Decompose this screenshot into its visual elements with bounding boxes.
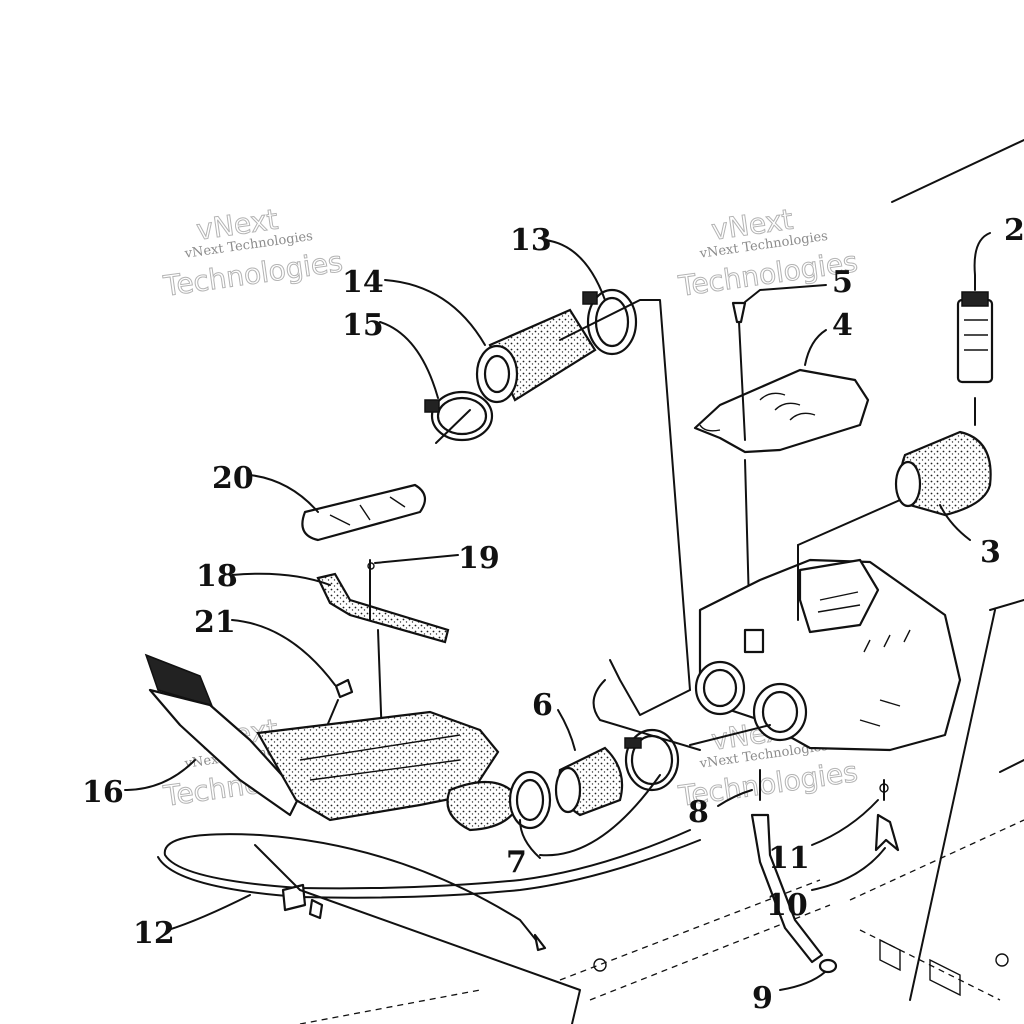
watermark-1: vNext vNext Technologies Technologies bbox=[160, 202, 345, 303]
part-12-hose bbox=[157, 829, 701, 1024]
callout-14: 14 bbox=[342, 265, 384, 300]
part-2-sensor bbox=[956, 291, 994, 426]
callout-5: 5 bbox=[832, 265, 853, 300]
callout-19: 19 bbox=[458, 541, 500, 576]
background-frame bbox=[299, 139, 1024, 1024]
callout-3: 3 bbox=[980, 535, 1001, 570]
part-16-silencer bbox=[144, 653, 522, 832]
parts-6-7-boot-clamps bbox=[508, 728, 680, 830]
callout-10: 10 bbox=[766, 888, 808, 923]
leader-lines bbox=[124, 232, 991, 991]
callout-2: 2 bbox=[1004, 213, 1024, 248]
callout-4: 4 bbox=[832, 308, 853, 343]
part-3-filter bbox=[894, 430, 992, 517]
callout-7: 7 bbox=[506, 845, 527, 880]
callout-15: 15 bbox=[342, 308, 384, 343]
callouts: 2 3 4 5 6 7 8 9 10 11 12 13 14 15 16 18 … bbox=[82, 213, 1024, 1016]
callout-9: 9 bbox=[752, 981, 773, 1016]
part-1-airbox bbox=[592, 499, 1024, 1001]
callout-8: 8 bbox=[688, 795, 709, 830]
part-4-cover bbox=[693, 368, 870, 454]
callout-21: 21 bbox=[194, 605, 236, 640]
parts-13-14-15-intake-tube bbox=[424, 288, 691, 691]
callout-6: 6 bbox=[532, 688, 553, 723]
part-18-strap bbox=[316, 572, 450, 644]
callout-12: 12 bbox=[133, 916, 175, 951]
parts-8-9-10-11-drain bbox=[750, 769, 900, 974]
part-19-rivet bbox=[367, 559, 383, 741]
callout-13: 13 bbox=[510, 223, 552, 258]
watermark-2: vNext vNext Technologies Technologies bbox=[675, 202, 860, 303]
part-20-grip bbox=[301, 483, 427, 542]
callout-20: 20 bbox=[212, 461, 254, 496]
callout-11: 11 bbox=[768, 841, 810, 876]
callout-18: 18 bbox=[196, 559, 238, 594]
callout-16: 16 bbox=[82, 775, 124, 810]
